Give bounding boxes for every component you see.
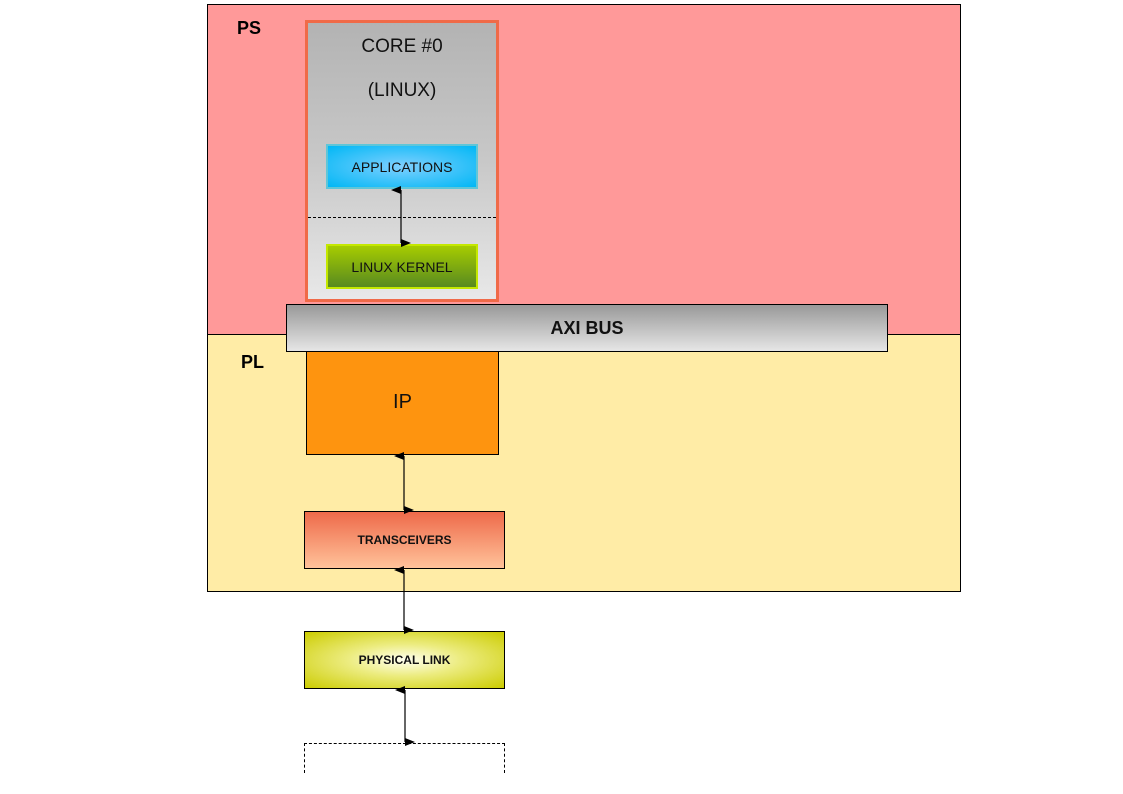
ps-label: PS xyxy=(237,18,262,38)
transceivers-label: TRANSCEIVERS xyxy=(357,533,452,547)
axi-bus-label: AXI BUS xyxy=(550,317,624,338)
core-subtitle: (LINUX) xyxy=(367,80,437,101)
ip-block[interactable]: IP xyxy=(306,351,499,455)
applications-block[interactable]: APPLICATIONS xyxy=(326,144,478,189)
ip-label: IP xyxy=(393,391,412,413)
transceivers-block[interactable]: TRANSCEIVERS xyxy=(304,511,505,569)
linux-kernel-label: LINUX KERNEL xyxy=(351,258,453,275)
physical-link-label: PHYSICAL LINK xyxy=(358,653,451,667)
core-title: CORE #0 xyxy=(361,36,443,57)
physical-link-block[interactable]: PHYSICAL LINK xyxy=(304,631,505,689)
axi-bus[interactable]: AXI BUS xyxy=(286,304,888,352)
applications-label: APPLICATIONS xyxy=(351,158,453,175)
pl-label: PL xyxy=(241,352,265,372)
